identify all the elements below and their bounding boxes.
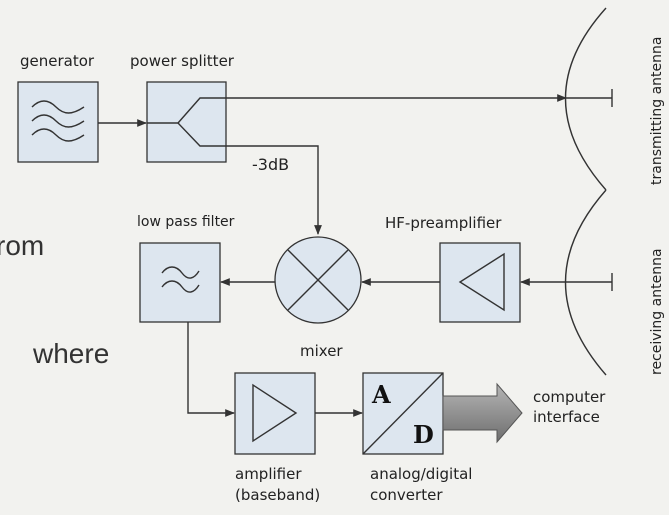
attenuation-label: -3dB [252,155,289,174]
amplifier-label: amplifier [235,465,302,483]
low-pass-filter-label: low pass filter [137,214,235,230]
low-pass-filter-block [139,242,221,323]
computer-interface-label: computer [533,388,606,406]
transmitting-antenna-label: transmitting antenna [649,37,665,185]
computer-interface-sublabel: interface [533,408,600,426]
power-splitter-block [146,81,227,163]
hf-preamplifier-label: HF-preamplifier [385,214,502,232]
hf-preamplifier-block [439,242,521,323]
mixer-label: mixer [300,342,343,360]
computer-interface-arrow [442,382,523,444]
adc-letter-d: D [413,420,434,449]
splitter-to-mixer-arrow [226,145,322,235]
generator-label: generator [20,52,95,70]
amplifier-sublabel: (baseband) [235,486,320,504]
adc-sublabel: converter [370,486,443,504]
mixer-symbol [274,236,362,324]
receiving-antenna-label: receiving antenna [649,248,665,375]
background-text-fragment: where [32,338,109,369]
amplifier-block [234,372,316,455]
lowpass-to-amplifier-arrow [187,322,235,417]
power-splitter-label: power splitter [130,52,235,70]
adc-label: analog/digital [370,465,472,483]
adc-block: A D [362,372,444,455]
adc-letter-a: A [371,380,391,409]
background-text-fragment: rom [0,230,44,261]
generator-block [17,81,99,163]
transmitting-antenna-icon [564,7,613,191]
